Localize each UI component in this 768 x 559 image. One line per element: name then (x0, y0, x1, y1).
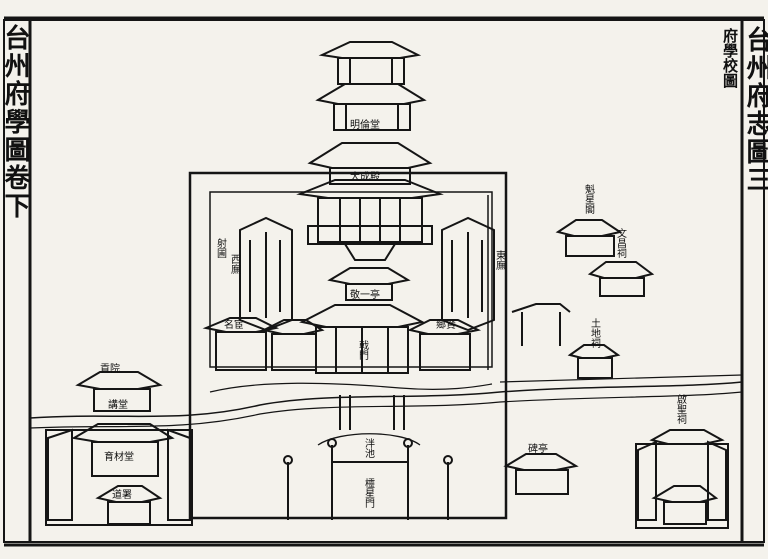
label-xiangxian: 鄉賢 (436, 320, 456, 331)
label-qisheng: 啟聖祠 (674, 394, 686, 424)
left-building-group (45, 371, 193, 526)
mingshuan-shrine (202, 317, 325, 371)
label-wenchang: 文昌祠 (614, 228, 626, 258)
tudi-shrine (567, 344, 621, 379)
outer-border (3, 19, 765, 543)
label-ji-gate: 戟門 (356, 340, 368, 360)
pond-bridges (339, 395, 405, 430)
label-kuixing: 魁星閣 (582, 184, 594, 214)
label-archery-field: 射圃 (214, 238, 226, 258)
inner-courtyard-wall (209, 191, 493, 368)
right-margin-title: 台州府志圖三 (742, 26, 768, 194)
label-lingxing-gate: 欞星門 (362, 478, 374, 508)
left-margin-title: 台州府學圖卷下 (0, 24, 30, 220)
river-upper (29, 381, 743, 419)
jingyi-pavilion (327, 267, 411, 301)
label-pan-pond: 泮池 (362, 438, 374, 458)
minglun-tower (315, 41, 427, 131)
dacheng-hall (296, 142, 444, 261)
shen-gate (511, 303, 571, 346)
label-yucai-tang: 育材堂 (104, 452, 134, 463)
label-mingshuan: 名宦 (224, 320, 244, 331)
west-corridor (239, 216, 293, 332)
right-margin-subtitle: 府學校圖 (721, 28, 739, 88)
label-stele: 碑亭 (528, 444, 548, 455)
school-outer-wall (188, 171, 508, 520)
lingxing-gate (283, 438, 453, 520)
label-jingyi-pavilion: 敬一亭 (350, 290, 380, 301)
label-east-corridor: 東廡 (493, 250, 505, 270)
ji-gate (299, 304, 425, 374)
label-dao-shu: 道署 (112, 490, 132, 501)
xiangxian-shrine (407, 319, 482, 371)
stele-pavilion (503, 453, 579, 495)
label-minglun-tang: 明倫堂 (350, 120, 380, 131)
qisheng-shrine (635, 429, 729, 529)
label-west-corridor: 西廡 (228, 254, 240, 274)
label-dacheng-dian: 大成殿 (350, 172, 380, 183)
label-gongyuan: 貢院 (100, 364, 120, 375)
kuixing-pavilion (555, 219, 623, 257)
label-jiangtang: 講堂 (108, 400, 128, 411)
east-corridor (441, 216, 495, 332)
label-tudi: 土地祠 (588, 318, 600, 348)
wenchang-shrine (587, 261, 655, 297)
